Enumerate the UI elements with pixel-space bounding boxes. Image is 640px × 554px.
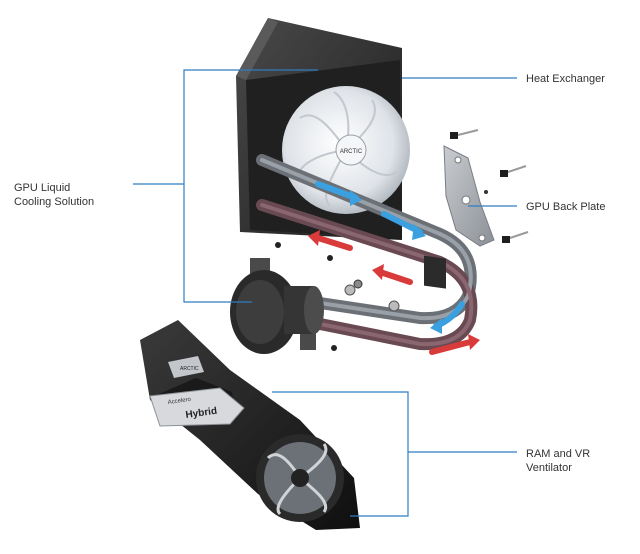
badge-model-line2: Hybrid xyxy=(185,406,218,421)
gpu-back-plate-text: GPU Back Plate xyxy=(526,201,606,213)
leader-gpu-liquid xyxy=(133,69,318,185)
gpu-pump-block xyxy=(230,258,324,354)
heat-exchanger-text: Heat Exchanger xyxy=(526,73,605,85)
gpu-liquid-text-line2: Cooling Solution xyxy=(14,196,95,208)
hot-flow-arrowhead xyxy=(468,334,480,350)
cool-flow-arrowhead xyxy=(412,224,426,240)
ram-vr-ventilator-shroud: Accelero Hybrid ARCTIC xyxy=(140,320,360,530)
heat-exchanger-label: Heat Exchanger xyxy=(526,72,605,86)
coolant-flow-arrows xyxy=(308,181,480,355)
fan-hub-logo xyxy=(335,134,367,166)
coolant-tubes xyxy=(256,154,478,351)
ram-vr-ventilator-label: RAM and VR Ventilator xyxy=(526,447,590,475)
hybrid-badge-plate xyxy=(149,387,245,427)
hot-flow-arrowhead xyxy=(372,264,384,280)
cool-flow-arrowhead xyxy=(430,318,442,334)
shroud-brand-text: ARCTIC xyxy=(180,366,199,372)
cool-flow-arrow xyxy=(315,181,359,201)
cool-flow-arrowhead xyxy=(350,190,362,206)
gpu-liquid-text-line1: GPU Liquid xyxy=(14,182,71,194)
thermal-pad xyxy=(424,255,446,289)
badge-model-line1: Accelero xyxy=(167,397,192,406)
hot-flow-arrow xyxy=(429,339,473,355)
hot-flow-arrow xyxy=(377,269,413,285)
leader-lines xyxy=(133,69,517,517)
ram-vr-text-line2: Ventilator xyxy=(526,462,572,474)
gpu-back-plate-label: GPU Back Plate xyxy=(526,200,605,214)
gpu-back-plate xyxy=(424,129,529,289)
mounting-hardware xyxy=(275,242,400,351)
hot-flow-arrowhead xyxy=(308,230,320,246)
ram-vr-text-line1: RAM and VR xyxy=(526,448,591,460)
gpu-liquid-cooling-label: GPU Liquid Cooling Solution xyxy=(14,181,94,209)
hot-flow-arrow xyxy=(315,235,353,251)
fan-hub-brand: ARCTIC xyxy=(340,149,363,155)
shroud-brand-tag xyxy=(168,356,204,378)
leader-ram-vr xyxy=(272,391,409,517)
leader-gpu-liquid-lower xyxy=(183,184,252,303)
